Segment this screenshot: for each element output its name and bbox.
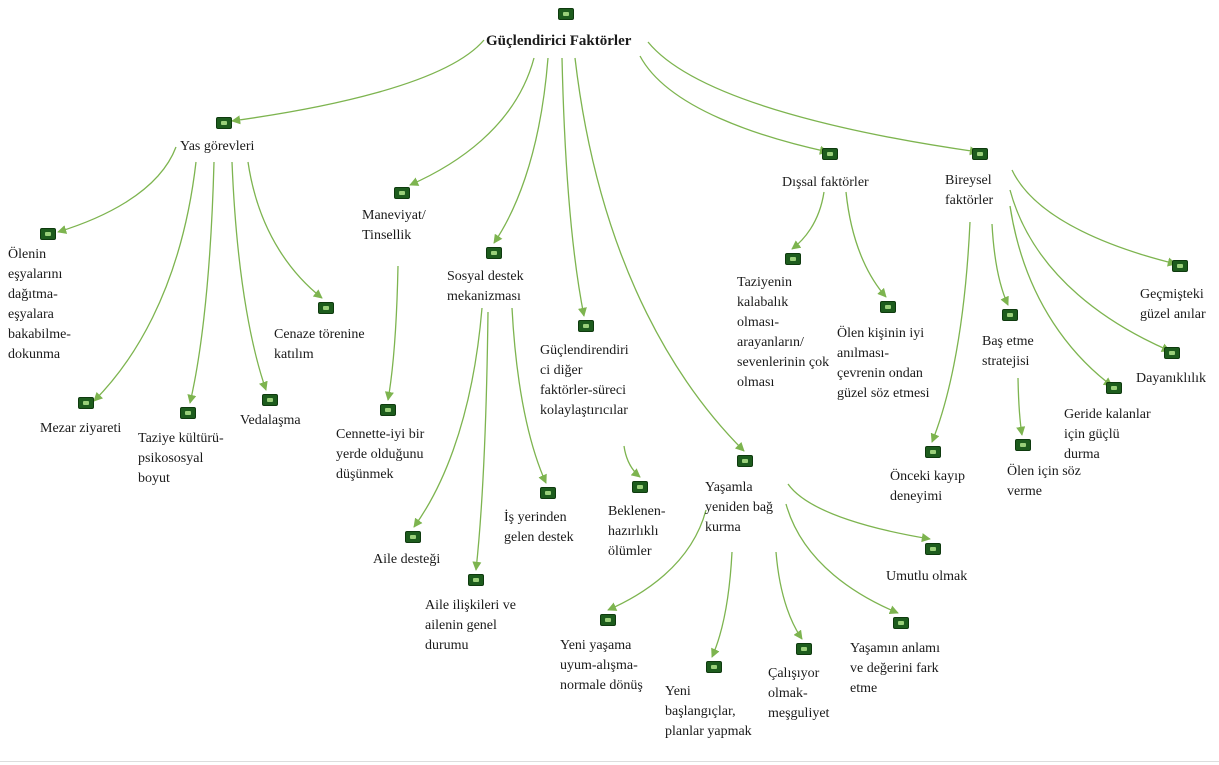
connector-yeni-yasama — [607, 509, 707, 611]
node-label-aile-iliskileri: Aile ilişkileri ve ailenin genel durumu — [425, 598, 516, 653]
node-label-mezar: Mezar ziyareti — [40, 421, 122, 436]
folder-icon — [737, 455, 753, 467]
connector-aile-destegi — [413, 307, 483, 528]
folder-icon — [216, 117, 232, 129]
folder-icon — [180, 407, 196, 419]
connector-olen-kisinin — [845, 191, 887, 298]
node-label-bireysel: Bireysel faktörler — [945, 173, 994, 208]
node-label-olen-kisinin: Ölen kişinin iyi anılması- çevrenin onda… — [837, 326, 930, 401]
connector-calisiyor — [775, 551, 803, 640]
folder-icon — [880, 301, 896, 313]
connector-onceki — [930, 221, 971, 443]
connector-dissal — [639, 55, 829, 155]
connector-olenin — [57, 146, 177, 234]
node-label-taziyenin: Taziyenin kalabalık olması- arayanların/… — [737, 275, 830, 390]
node-label-guclendiren: Güçlendirendiri ci diğer faktörler-sürec… — [540, 343, 629, 418]
node-label-umutlu: Umutlu olmak — [886, 569, 968, 584]
folder-icon — [1164, 347, 1180, 359]
node-label-maneviyat: Maneviyat/ Tinsellik — [362, 208, 426, 243]
connector-cenaze — [247, 161, 323, 299]
folder-icon — [600, 614, 616, 626]
bottom-divider — [0, 761, 1219, 762]
folder-icon — [1015, 439, 1031, 451]
node-label-cennette: Cennette-iyi bir yerde olduğunu düşünmek — [336, 427, 425, 482]
folder-icon — [540, 487, 556, 499]
node-label-gecmisteki: Geçmişteki güzel anılar — [1140, 287, 1206, 322]
folder-icon — [925, 446, 941, 458]
node-label-aile-destegi: Aile desteği — [373, 552, 441, 567]
node-label-bas-etme: Baş etme stratejisi — [982, 334, 1034, 369]
connector-mezar — [93, 161, 197, 402]
connector-yas — [231, 39, 485, 125]
folder-icon — [578, 320, 594, 332]
folder-icon — [632, 481, 648, 493]
folder-icon — [468, 574, 484, 586]
node-label-yeni-yasama: Yeni yaşama uyum-alışma- normale dönüş — [560, 638, 643, 693]
folder-icon — [486, 247, 502, 259]
folder-icon — [1002, 309, 1018, 321]
node-label-sosyal: Sosyal destek mekanizması — [447, 269, 524, 304]
folder-icon — [558, 8, 574, 20]
node-label-geride: Geride kalanlar için güçlü durma — [1064, 407, 1151, 462]
connector-geride — [1009, 205, 1113, 387]
folder-icon — [972, 148, 988, 160]
node-label-dayaniklilik: Dayanıklılık — [1136, 371, 1206, 386]
node-label-taziye: Taziye kültürü- psikososyal boyut — [138, 431, 224, 486]
node-label-calisiyor: Çalışıyor olmak- meşguliyet — [768, 666, 830, 721]
folder-icon — [706, 661, 722, 673]
folder-icon — [394, 187, 410, 199]
folder-icon — [893, 617, 909, 629]
connector-vedalasma — [231, 161, 268, 391]
connector-bas-etme — [991, 223, 1009, 306]
folder-icon — [380, 404, 396, 416]
connector-is-yeri — [511, 307, 547, 484]
node-label-yeni-baslangic: Yeni başlangıçlar, planlar yapmak — [665, 684, 752, 739]
connector-taziye — [187, 161, 215, 404]
node-label-yasamla: Yaşamla yeniden bağ kurma — [705, 480, 774, 535]
folder-icon — [318, 302, 334, 314]
connector-umutlu — [787, 483, 931, 543]
folder-icon — [822, 148, 838, 160]
folder-icon — [78, 397, 94, 409]
folder-icon — [1106, 382, 1122, 394]
folder-icon — [796, 643, 812, 655]
connector-sosyal — [493, 57, 549, 244]
node-label-cenaze: Cenaze törenine katılım — [274, 327, 365, 362]
folder-icon — [405, 531, 421, 543]
node-label-onceki: Önceki kayıp deneyimi — [890, 469, 966, 504]
connector-maneviyat — [409, 57, 535, 186]
root-node-label: Güçlendirici Faktörler — [486, 33, 632, 49]
node-label-yasamin-anlami: Yaşamın anlamı ve değerini fark etme — [850, 641, 940, 696]
node-label-olen-icin: Ölen için söz verme — [1007, 464, 1081, 499]
connector-cennette — [384, 265, 399, 401]
connector-bireysel — [647, 41, 979, 156]
connector-yasamin-anlami — [785, 503, 899, 615]
node-label-yas: Yas görevleri — [180, 139, 255, 154]
connector-beklenen — [623, 445, 641, 478]
connector-olen-icin — [1016, 377, 1026, 436]
folder-icon — [262, 394, 278, 406]
connector-yasamla — [574, 57, 745, 452]
node-label-dissal: Dışsal faktörler — [782, 175, 869, 190]
connector-taziyenin — [791, 191, 825, 250]
folder-icon — [785, 253, 801, 265]
folder-icon — [925, 543, 941, 555]
folder-icon — [1172, 260, 1188, 272]
connector-aile-iliskileri — [472, 311, 489, 571]
folder-icon — [40, 228, 56, 240]
node-label-is-yeri: İş yerinden gelen destek — [504, 510, 574, 545]
node-label-beklenen: Beklenen- hazırlıklı ölümler — [608, 504, 666, 559]
connector-gecmisteki — [1011, 169, 1177, 267]
connector-dayaniklilik — [1009, 189, 1171, 352]
node-label-olenin: Ölenin eşyalarını dağıtma- eşyalara baka… — [8, 247, 71, 362]
connector-yeni-baslangic — [711, 551, 733, 658]
node-label-vedalasma: Vedalaşma — [240, 413, 301, 428]
connector-guclendiren — [561, 57, 587, 317]
